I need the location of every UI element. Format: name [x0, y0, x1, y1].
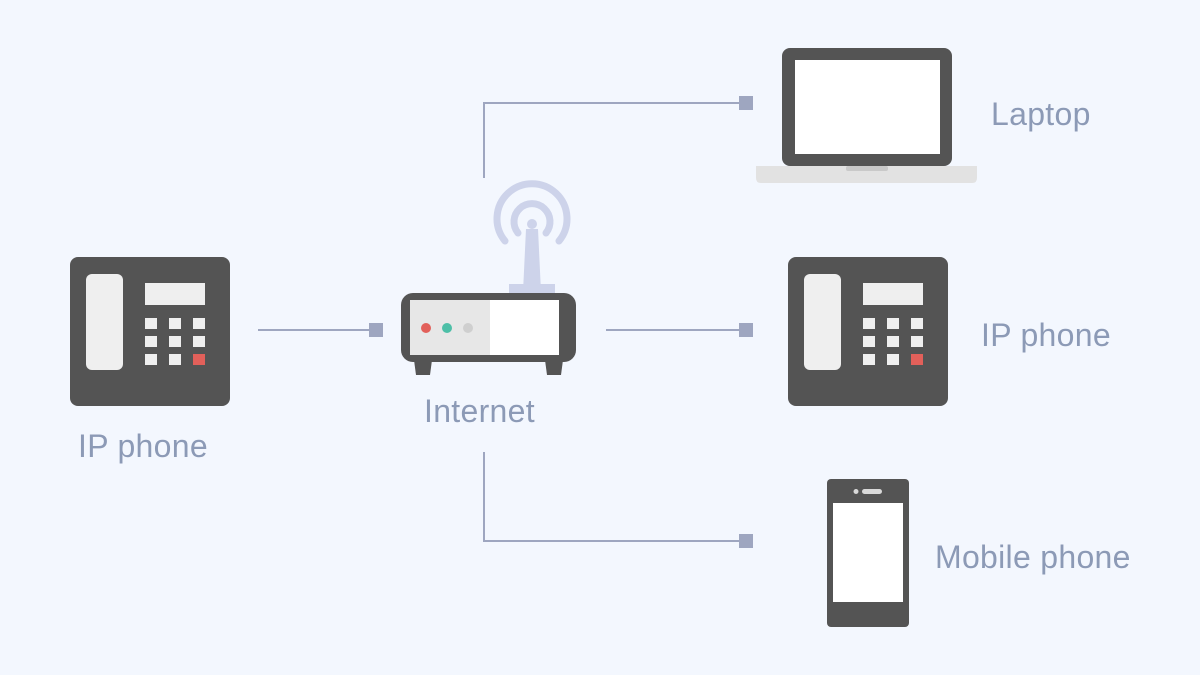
antenna-wave-inner — [510, 200, 554, 237]
mobile-phone-icon — [827, 479, 909, 627]
label-mobile-phone: Mobile phone — [935, 539, 1131, 575]
label-internet: Internet — [424, 393, 535, 429]
router-icon — [401, 180, 576, 375]
antenna-wave-outer — [493, 180, 571, 245]
connector-endpoints — [369, 96, 753, 548]
ip-phone-left-icon — [70, 257, 230, 406]
endpoint-laptop — [739, 96, 753, 110]
connector-mobile — [483, 452, 742, 542]
endpoint-mobile — [739, 534, 753, 548]
label-ip-phone-right: IP phone — [981, 317, 1111, 353]
ip-phone-right-icon — [788, 257, 948, 406]
laptop-icon — [756, 48, 977, 183]
connectors — [258, 102, 742, 542]
label-ip-phone-left: IP phone — [78, 428, 208, 464]
endpoint-left-phone — [369, 323, 383, 337]
endpoint-right-phone — [739, 323, 753, 337]
label-laptop: Laptop — [991, 96, 1091, 132]
connector-laptop — [483, 102, 742, 178]
